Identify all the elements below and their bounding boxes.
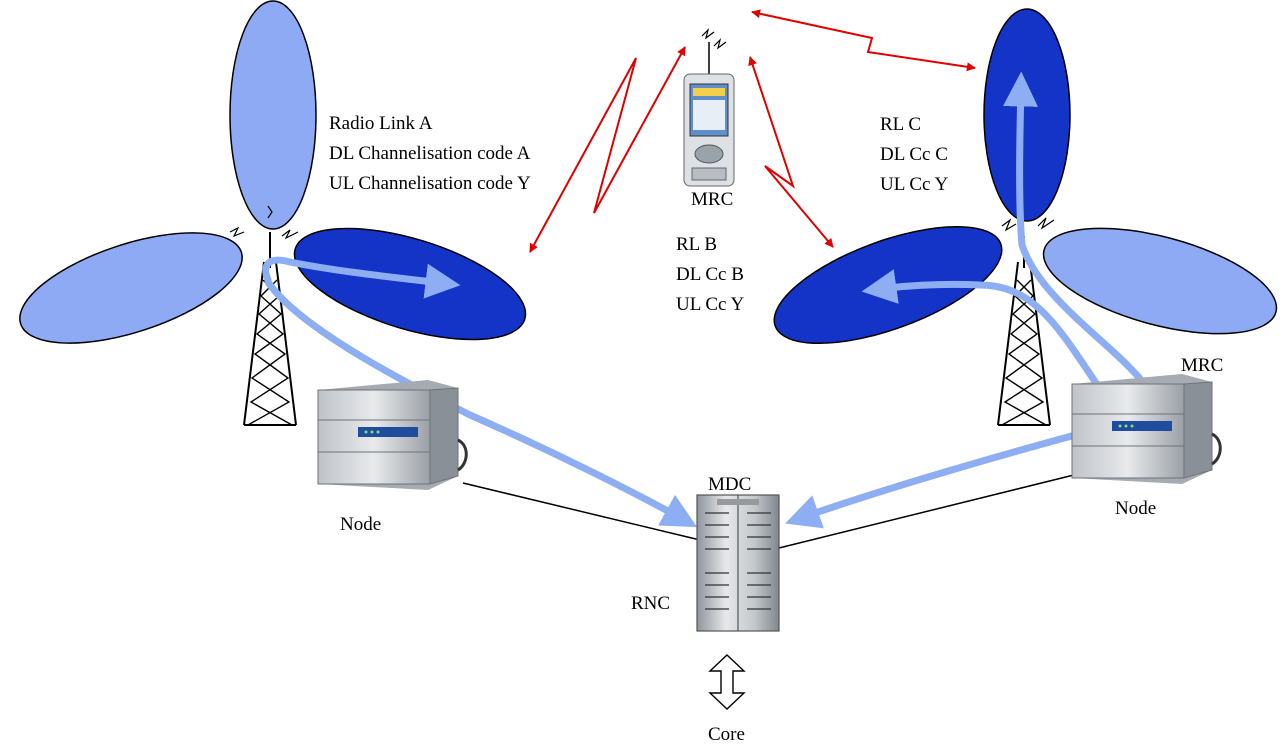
radio-link-b [748,56,834,248]
left-cell-lobes [19,0,527,344]
mobile-terminal-icon [683,28,735,187]
flow-arrow-left-lobe [262,256,461,299]
data-flow-arrows [262,71,1150,529]
radio-link-a-line: DL Channelisation code A [329,143,531,164]
radio-links [529,9,976,253]
rl-b-line: DL Cc B [676,264,744,285]
rl-b-line: RL B [676,234,717,255]
right-lobe-right [1042,227,1278,335]
antenna-tower-icon [229,205,299,426]
core-label: Core [708,724,745,745]
rl-b-line: UL Cc Y [676,294,745,315]
iub-link-left [462,482,701,541]
flow-arrow-left-to-rnc [264,278,698,528]
rl-c-label: RL C DL Cc C UL Cc Y [880,114,949,195]
rl-c-line: DL Cc C [880,144,948,165]
radio-link-a-line: UL Channelisation code Y [329,173,531,194]
node-b-rack-icon [317,380,468,490]
radio-link-c [751,9,976,72]
rl-b-label: RL B DL Cc B UL Cc Y [676,234,745,315]
radio-link-a [529,46,686,253]
iub-link-right [778,469,1095,549]
mdc-label: MDC [708,474,751,495]
left-lobe-right [293,227,527,341]
left-lobe-left [19,232,243,344]
flow-arrow-right-lobe [861,269,1102,390]
mrc-node-label: MRC [1181,355,1223,376]
mrc-mobile-label: MRC [691,189,733,210]
node-right-label: Node [1115,498,1156,519]
node-left-label: Node [340,514,381,535]
rnc-label: RNC [631,593,670,614]
rl-c-line: UL Cc Y [880,174,949,195]
rnc-cabinet-icon [696,494,780,632]
flow-arrow-right-to-rnc [785,426,1098,529]
node-b-rack-icon [1071,374,1222,484]
right-lobe-up [983,8,1071,222]
rl-c-line: RL C [880,114,921,135]
radio-link-a-line: Radio Link A [329,113,433,134]
flow-arrow-right-up [1002,71,1150,390]
double-arrow-icon [708,654,746,710]
radio-link-a-label: Radio Link A DL Channelisation code A UL… [329,113,531,194]
left-lobe-up [229,0,317,230]
